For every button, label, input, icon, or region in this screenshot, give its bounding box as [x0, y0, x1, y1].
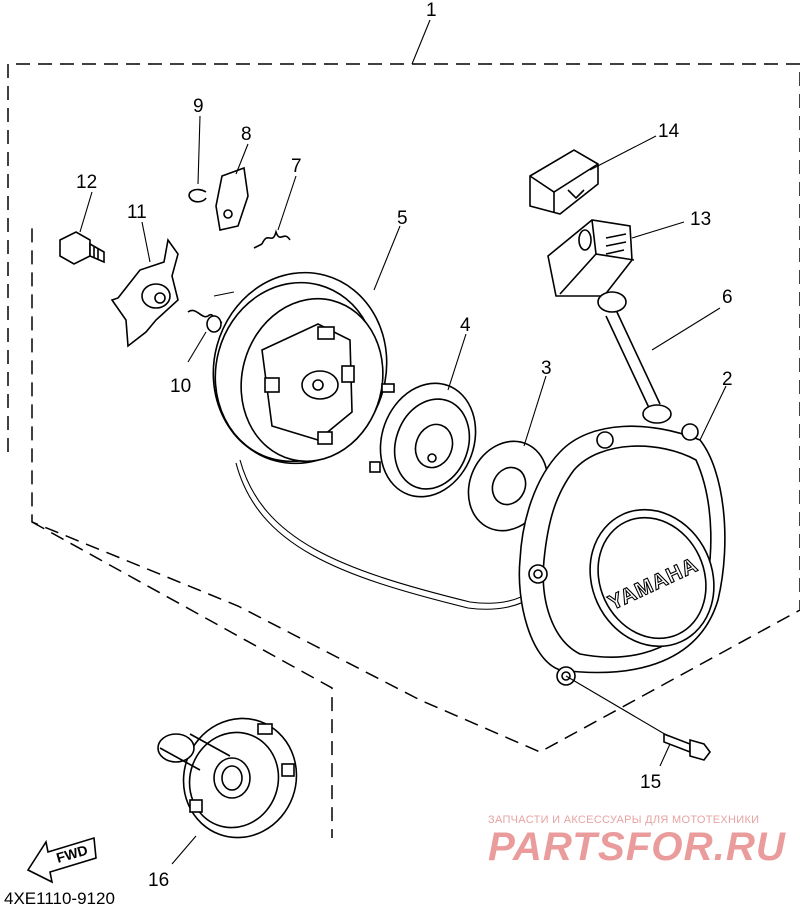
callout-15: 15 [640, 772, 661, 793]
callout-13: 13 [690, 209, 711, 230]
callout-10: 10 [170, 376, 191, 397]
callout-2: 2 [722, 369, 733, 390]
callout-12: 12 [76, 172, 97, 193]
part-2-starter-case: YAMAHA [518, 423, 726, 686]
watermark-logo: PARTSFOR.RU [488, 825, 786, 869]
part-15-bolt [663, 732, 711, 761]
part-12-bolt [59, 231, 105, 265]
watermark-tagline: ЗАПЧАСТИ И АКСЕССУАРЫ ДЛЯ МОТОТЕХНИКИ [488, 814, 759, 826]
part-5-pulley [212, 271, 388, 465]
callout-16: 16 [148, 870, 169, 891]
part-6-rope [235, 309, 672, 610]
part-16-drive-plate [157, 717, 298, 839]
part-9-clip [188, 188, 207, 203]
callout-4: 4 [460, 315, 471, 336]
part-10-spring [187, 309, 223, 333]
part-8-pawl [215, 166, 249, 231]
part-7-spring [253, 229, 291, 249]
leader-lines [79, 19, 727, 865]
callout-5: 5 [397, 208, 408, 229]
callout-8: 8 [241, 124, 252, 145]
callout-6: 6 [722, 287, 733, 308]
callout-7: 7 [291, 156, 302, 177]
callout-numbers: 1 2 3 4 5 6 7 8 9 10 11 12 13 14 15 16 [76, 0, 733, 891]
part-4-spring-case [369, 382, 477, 498]
fwd-arrow-icon: FWD [26, 836, 97, 884]
assembly-boundary [7, 63, 800, 838]
callout-14: 14 [658, 121, 680, 142]
watermark: ЗАПЧАСТИ И АКСЕССУАРЫ ДЛЯ МОТОТЕХНИКИ PA… [488, 814, 786, 869]
part-11-plate [110, 237, 179, 348]
part-13-handle [547, 219, 635, 313]
callout-9: 9 [193, 96, 204, 117]
callout-3: 3 [541, 358, 552, 379]
reference-code: 4XE1110-9120 [4, 889, 115, 907]
part-14-grip [529, 149, 599, 215]
callout-1: 1 [426, 0, 437, 21]
callout-11: 11 [127, 202, 147, 223]
